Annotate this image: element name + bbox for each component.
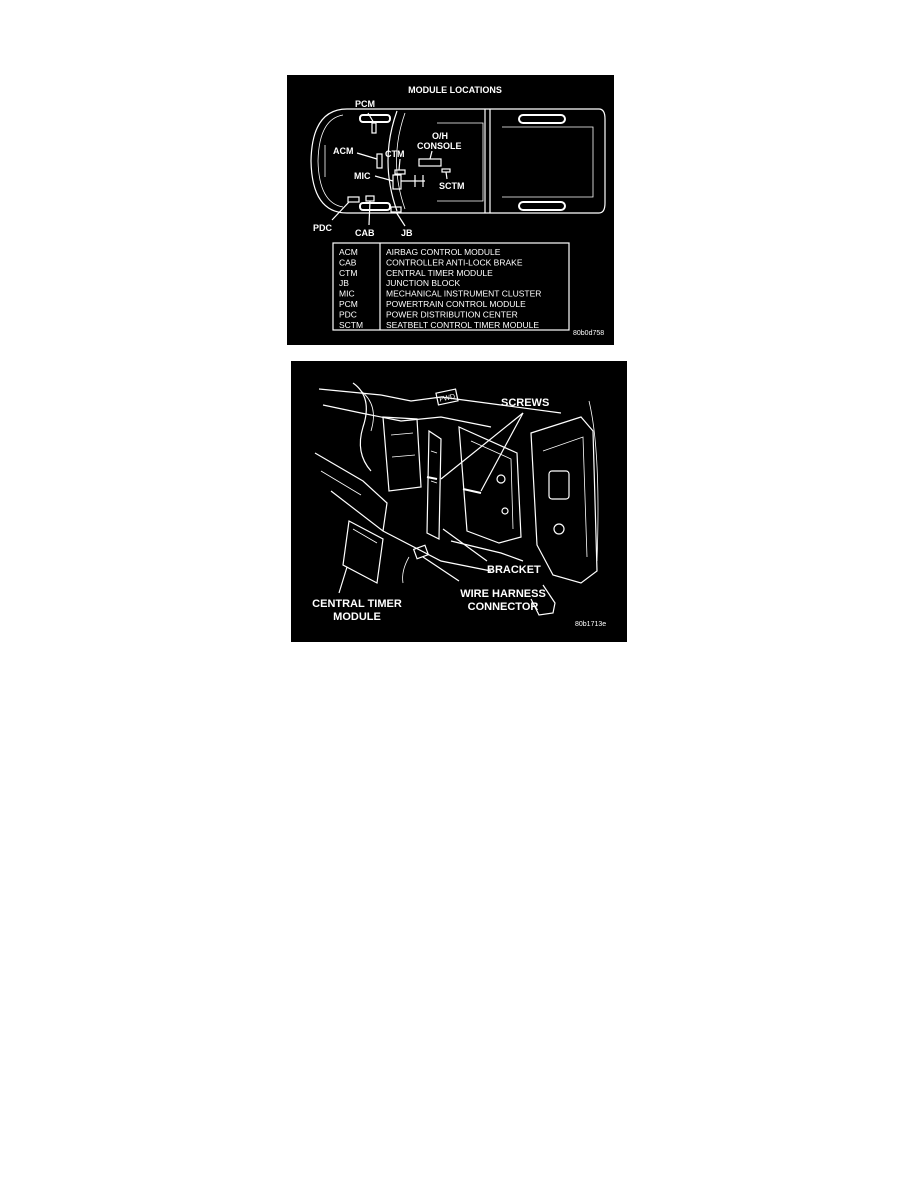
legend-desc: CENTRAL TIMER MODULE bbox=[386, 268, 493, 278]
module-locations-diagram: MODULE LOCATIONS bbox=[310, 85, 606, 337]
legend-abbr: JB bbox=[339, 278, 349, 288]
legend-abbr: CAB bbox=[339, 257, 357, 267]
cab-marker bbox=[365, 195, 375, 202]
front-left-wheel bbox=[359, 114, 391, 123]
module-markers bbox=[347, 122, 451, 213]
central-timer-module-graphic bbox=[342, 520, 384, 584]
legend-desc: POWERTRAIN CONTROL MODULE bbox=[386, 299, 526, 309]
callout-acm: ACM bbox=[333, 146, 354, 156]
connector-label: CONNECTOR bbox=[468, 601, 539, 613]
wire-harness-label: WIRE HARNESS bbox=[460, 588, 546, 600]
legend-desc: SEATBELT CONTROL TIMER MODULE bbox=[386, 320, 539, 330]
legend-abbr: ACM bbox=[339, 247, 358, 257]
callout-ctm: CTM bbox=[385, 149, 405, 159]
legend-desc: CONTROLLER ANTI-LOCK BRAKE bbox=[386, 257, 523, 267]
leader-lines bbox=[331, 112, 448, 227]
legend-abbr: PDC bbox=[339, 309, 357, 319]
legend-table: ACM AIRBAG CONTROL MODULE CAB CONTROLLER AN… bbox=[332, 242, 570, 331]
ctm-removal-figure: FWD SCREWS BRACKET WIRE HARNESS bbox=[291, 361, 627, 642]
figure-title: MODULE LOCATIONS bbox=[408, 85, 502, 95]
callout-pcm: PCM bbox=[355, 99, 375, 109]
sctm-marker bbox=[441, 168, 451, 173]
screws-graphic bbox=[426, 476, 482, 494]
legend-desc: AIRBAG CONTROL MODULE bbox=[386, 247, 501, 257]
fig2-leader-lines bbox=[338, 412, 524, 594]
steering-column bbox=[401, 175, 425, 187]
mic-marker bbox=[392, 174, 402, 190]
legend-desc: POWER DISTRIBUTION CENTER bbox=[386, 309, 518, 319]
pcm-marker bbox=[371, 122, 377, 134]
callout-cab: CAB bbox=[355, 228, 375, 238]
wire-harness-connector-graphic bbox=[402, 544, 430, 584]
bracket-label: BRACKET bbox=[487, 564, 541, 576]
module-label: MODULE bbox=[333, 611, 381, 623]
figure-code: 80b0d758 bbox=[573, 330, 604, 337]
oh-console-marker bbox=[418, 158, 442, 167]
rear-left-wheel bbox=[518, 114, 566, 124]
central-timer-label: CENTRAL TIMER bbox=[312, 598, 402, 610]
truck-outline bbox=[310, 108, 606, 214]
legend-desc: MECHANICAL INSTRUMENT CLUSTER bbox=[386, 289, 541, 299]
ctm-removal-diagram: FWD SCREWS BRACKET WIRE HARNESS bbox=[312, 382, 606, 628]
figure-code: 80b1713e bbox=[575, 621, 606, 628]
callout-pdc: PDC bbox=[313, 223, 333, 233]
callout-sctm: SCTM bbox=[439, 181, 465, 191]
legend-abbr: SCTM bbox=[339, 320, 363, 330]
legend-abbr: PCM bbox=[339, 299, 358, 309]
screws-label: SCREWS bbox=[501, 397, 549, 409]
legend-abbr: MIC bbox=[339, 289, 355, 299]
callout-console: CONSOLE bbox=[417, 141, 462, 151]
fwd-label: FWD bbox=[439, 393, 456, 403]
acm-marker bbox=[376, 153, 383, 169]
callout-oh: O/H bbox=[432, 131, 448, 141]
pdc-marker bbox=[347, 196, 360, 203]
fwd-indicator: FWD bbox=[435, 388, 459, 406]
dashboard-structure bbox=[314, 382, 599, 616]
front-right-wheel bbox=[359, 202, 391, 211]
module-locations-figure: MODULE LOCATIONS bbox=[287, 75, 614, 345]
legend-abbr: CTM bbox=[339, 268, 357, 278]
ctm-marker bbox=[394, 169, 406, 175]
rear-right-wheel bbox=[518, 201, 566, 211]
legend-desc: JUNCTION BLOCK bbox=[386, 278, 460, 288]
callout-jb: JB bbox=[401, 228, 413, 238]
callout-mic: MIC bbox=[354, 171, 371, 181]
